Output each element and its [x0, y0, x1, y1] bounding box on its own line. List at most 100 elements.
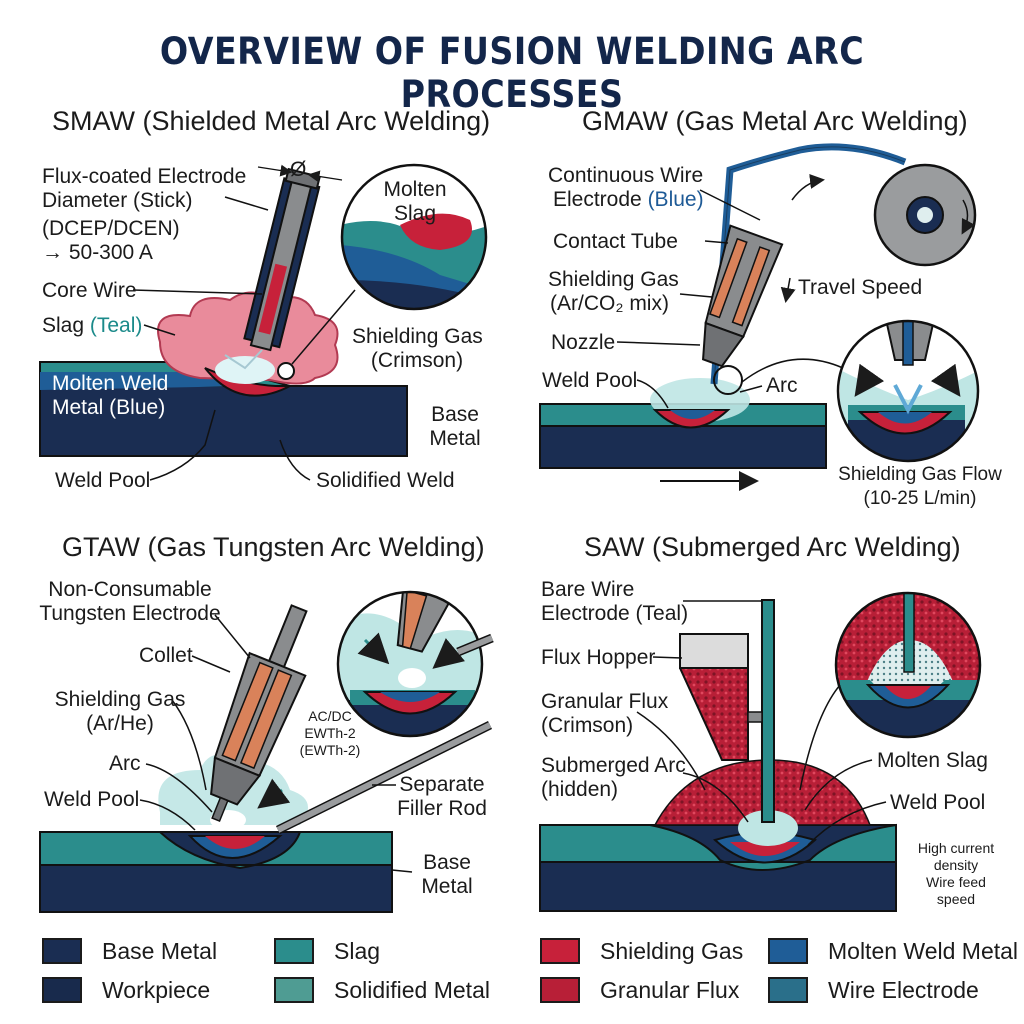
gtaw-acdc-label-2: EWTh-2 [304, 725, 356, 741]
smaw-molten-label-1: Molten Weld [52, 372, 169, 395]
legend-swatch [768, 938, 808, 964]
legend-item: Slag [274, 936, 380, 966]
legend-swatch [274, 938, 314, 964]
smaw-base-label-1: Base [431, 403, 479, 426]
gtaw-detail-circle [338, 592, 482, 736]
smaw-molten-slag-label-1: Molten [383, 178, 447, 201]
saw-molten-slag-label: Molten Slag [877, 749, 988, 772]
gmaw-contact-tube-label: Contact Tube [553, 230, 678, 253]
page-title: OVERVIEW OF FUSION WELDING ARC PROCESSES [159, 30, 865, 116]
legend-item: Solidified Metal [274, 975, 490, 1005]
smaw-heading: SMAW (Shielded Metal Arc Welding) [52, 106, 491, 136]
gmaw-illustration [539, 143, 980, 491]
gmaw-flow-label-2: (10-25 L/min) [863, 488, 977, 509]
saw-wire-label-2: Electrode (Teal) [541, 602, 689, 625]
gmaw-arc-label: Arc [766, 374, 798, 397]
saw-illustration [539, 591, 982, 912]
gmaw-detail-circle [838, 321, 978, 461]
gmaw-wire-label-2: Electrode (Blue) [553, 188, 704, 211]
saw-note-2: density [933, 857, 979, 873]
gtaw-filler-label-1: Separate [399, 773, 485, 796]
saw-note-4: speed [936, 891, 976, 907]
legend-label: Slag [334, 937, 381, 964]
legend-swatch [540, 977, 580, 1003]
legend-swatch [42, 938, 82, 964]
gtaw-electrode-label-1: Non-Consumable [48, 578, 212, 601]
smaw-gas-label-1: Shielding Gas [352, 325, 483, 348]
gmaw-torch [702, 224, 784, 368]
gmaw-flow-label-1: Shielding Gas Flow [838, 464, 1002, 485]
gtaw-base-label-1: Base [423, 851, 471, 874]
gmaw-gas-label-1: Shielding Gas [548, 268, 679, 291]
gtaw-arc-label: Arc [109, 752, 141, 775]
saw-note-3: Wire feed [926, 874, 986, 890]
legend-swatch [274, 977, 314, 1003]
gmaw-gas-label-2: (Ar/CO₂ mix) [550, 292, 669, 315]
gtaw-filler-rod [276, 722, 492, 833]
smaw-slag-label: Slag (Teal) [42, 314, 143, 337]
saw-granular-label-2: (Crimson) [541, 714, 634, 737]
gmaw-wire-label-1: Continuous Wire [548, 164, 704, 187]
smaw-electrode [243, 167, 321, 352]
gtaw-acdc-label-1: AC/DC [308, 708, 352, 724]
smaw-molten-label-2: Metal (Blue) [52, 396, 166, 419]
gtaw-electrode-label-2: Tungsten Electrode [39, 602, 221, 625]
legend-label: Shielding Gas [600, 937, 744, 964]
saw-weld-pool-label: Weld Pool [890, 791, 986, 814]
legend-swatch [768, 977, 808, 1003]
legend-item: Shielding Gas [540, 936, 743, 966]
smaw-electrode-label: Flux-coated Electrode [42, 165, 247, 188]
smaw-illustration [39, 163, 488, 481]
gmaw-wire [710, 143, 907, 385]
saw-submerged-arc [738, 810, 798, 846]
saw-detail-circle [836, 593, 980, 737]
gtaw-gas-label-1: Shielding Gas [54, 688, 186, 711]
gtaw-acdc-label-3: (EWTh-2) [299, 742, 361, 758]
smaw-base-label-2: Metal [429, 427, 481, 450]
legend-swatch [540, 938, 580, 964]
gmaw-heading: GMAW (Gas Metal Arc Welding) [582, 106, 968, 136]
gtaw-heading: GTAW (Gas Tungsten Arc Welding) [62, 532, 485, 562]
smaw-molten-slag-label-2: Slag [393, 202, 437, 225]
legend-swatch [42, 977, 82, 1003]
legend-item: Wire Electrode [768, 975, 979, 1005]
smaw-base-metal [39, 385, 408, 457]
gtaw-base-label-2: Metal [421, 875, 473, 898]
gtaw-collet-label: Collet [139, 644, 193, 667]
smaw-arc-glow [215, 356, 275, 384]
saw-hopper-label: Flux Hopper [541, 646, 656, 669]
smaw-gas-label-2: (Crimson) [370, 349, 464, 372]
gmaw-travel-speed-label: Travel Speed [798, 276, 923, 299]
gtaw-filler-label-2: Filler Rod [397, 797, 487, 820]
gmaw-nozzle-label: Nozzle [551, 331, 616, 354]
saw-arc-label-1: Submerged Arc [541, 754, 686, 777]
legend-label: Granular Flux [600, 976, 740, 1003]
saw-granular-label-1: Granular Flux [541, 690, 669, 713]
saw-wire [761, 599, 775, 823]
gtaw-weld-pool-label: Weld Pool [44, 788, 140, 811]
saw-note-1: High current [917, 840, 995, 856]
smaw-solidified-label: Solidified Weld [316, 469, 455, 492]
smaw-diameter-label: Diameter (Stick) [42, 189, 193, 212]
legend-label: Base Metal [102, 937, 218, 964]
gtaw-illustration [39, 590, 494, 913]
legend-item: Workpiece [42, 975, 210, 1005]
gtaw-torch [210, 604, 308, 823]
saw-wire-label-1: Bare Wire [541, 578, 635, 601]
gtaw-gas-label-2: (Ar/He) [86, 712, 154, 735]
legend-item: Granular Flux [540, 975, 739, 1005]
smaw-diameter-symbol: Ø [290, 158, 307, 181]
legend-label: Molten Weld Metal [828, 937, 1019, 964]
legend-label: Workpiece [102, 976, 211, 1003]
smaw-current-label: → 50-300 A [42, 241, 153, 264]
smaw-weld-pool-label: Weld Pool [55, 469, 151, 492]
smaw-detail-circle [342, 165, 486, 309]
legend-item: Molten Weld Metal [768, 936, 1018, 966]
smaw-polarity-label: (DCEP/DCEN) [42, 217, 180, 240]
saw-arc-label-2: (hidden) [541, 778, 619, 801]
smaw-core-wire-label: Core Wire [42, 279, 137, 302]
gmaw-weld-pool-label: Weld Pool [542, 369, 638, 392]
legend-item: Base Metal [42, 936, 217, 966]
